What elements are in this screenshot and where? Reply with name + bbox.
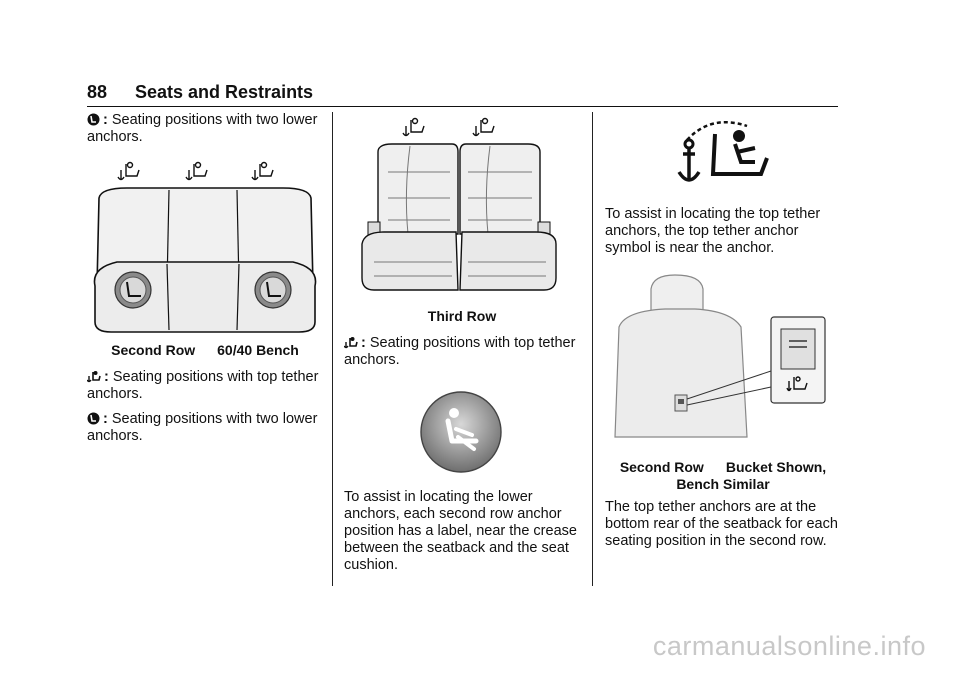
top-tether-text-2: Seating positions with top tether anchor… (344, 335, 576, 368)
top-tether-colon: : (104, 369, 109, 385)
column-1: : Seating positions with two lower ancho… (87, 112, 323, 453)
top-tether-position-paragraph: The top tether anchors are at the bottom… (605, 499, 838, 549)
page-header: 88 Seats and Restraints (87, 82, 838, 107)
lower-anchor-paragraph-2: : Seating positions with two lower ancho… (87, 411, 323, 445)
bench-seat-illustration (87, 158, 323, 336)
top-tether-paragraph-2: : Seating positions with top tether anch… (344, 335, 580, 369)
column-divider-2 (592, 112, 593, 586)
top-tether-colon-2: : (361, 335, 366, 351)
top-tether-text: Seating positions with top tether anchor… (87, 369, 319, 402)
column-divider-1 (332, 112, 333, 586)
column-3: To assist in locating the top tether anc… (605, 112, 841, 558)
section-title: Seats and Restraints (135, 82, 314, 102)
top-tether-location-paragraph: To assist in locating the top tether anc… (605, 206, 821, 256)
bucket-seat-illustration (605, 271, 841, 453)
third-row-seat-illustration (344, 112, 580, 302)
bucket-caption-line2: Bench Similar (676, 476, 770, 492)
lower-anchor-text: Seating positions with two lower anchors… (87, 112, 318, 145)
lower-anchor-colon: : (103, 112, 108, 128)
watermark: carmanualsonline.info (652, 631, 926, 661)
third-row-caption: Third Row (427, 308, 497, 324)
lower-anchor-label-icon (418, 389, 580, 475)
top-tether-icon (344, 336, 358, 349)
bench-caption-right: 60/40 Bench (217, 342, 299, 358)
top-tether-symbol-icon (671, 118, 841, 192)
column-2: Third Row : Seating positions with top t… (344, 112, 580, 582)
lower-anchor-location-paragraph: To assist in locating the lower anchors,… (344, 489, 577, 573)
bench-seat-caption: Second Row 60/40 Bench (87, 342, 323, 359)
page-number: 88 (87, 82, 108, 102)
bucket-seat-caption: Second Row Bucket Shown, Bench Similar (605, 459, 841, 493)
lower-anchor-text-2: Seating positions with two lower anchors… (87, 411, 318, 444)
bucket-caption-left: Second Row (619, 459, 704, 475)
lower-anchor-icon (87, 113, 100, 126)
bench-caption-left: Second Row (111, 342, 196, 358)
lower-anchor-icon (87, 412, 100, 425)
lower-anchor-paragraph: : Seating positions with two lower ancho… (87, 112, 323, 146)
top-tether-icon (87, 370, 101, 383)
lower-anchor-colon-2: : (103, 411, 108, 427)
top-tether-paragraph: : Seating positions with top tether anch… (87, 369, 323, 403)
bucket-caption-right: Bucket Shown, (725, 459, 827, 475)
